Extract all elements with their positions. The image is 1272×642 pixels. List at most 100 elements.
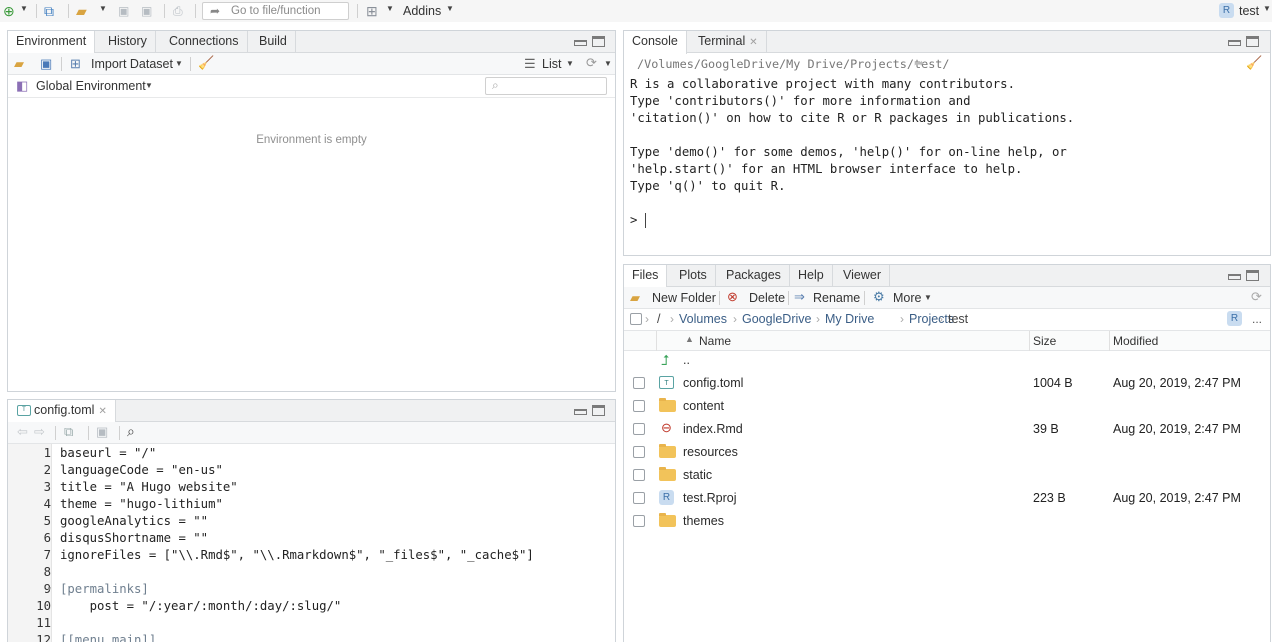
parent-directory-link[interactable]: .. [683,353,690,367]
breadcrumb-item[interactable]: My Drive [825,312,875,326]
view-mode-select[interactable]: List [542,57,562,71]
code-line[interactable]: post = "/:year/:month/:day/:slug/" [60,599,342,613]
minimize-icon[interactable] [574,409,587,415]
tab-files[interactable]: Files [624,265,668,288]
fold-toggle-icon[interactable]: ▾ [47,584,52,593]
environment-search-input[interactable]: ⌕ [485,77,607,95]
file-checkbox[interactable] [633,469,645,481]
rename-button[interactable]: Rename [813,291,861,305]
column-size[interactable]: Size [1033,334,1057,348]
tab-packages[interactable]: Packages [718,265,790,287]
breadcrumb-item[interactable]: Projects [909,312,955,326]
file-checkbox[interactable] [633,423,645,435]
chevron-down-icon[interactable]: ▼ [145,81,153,90]
save-all-icon[interactable]: ▣ [141,4,153,18]
file-name-link[interactable]: config.toml [683,376,744,390]
file-name-link[interactable]: static [683,468,713,482]
search-icon[interactable]: ⌕ [127,423,135,439]
file-row[interactable]: resources [624,441,1270,464]
file-row[interactable]: static [624,464,1270,487]
print-icon[interactable]: ⎙ [173,3,183,18]
chevron-down-icon[interactable]: ▼ [386,4,394,13]
file-name-link[interactable]: resources [683,445,738,459]
code-line[interactable]: disqusShortname = "" [60,531,209,545]
maximize-icon[interactable] [592,36,605,47]
project-directory-icon[interactable]: R [1227,311,1242,326]
tab-config-toml[interactable]: T config.toml✕ [8,400,116,423]
breadcrumb-item[interactable]: GoogleDrive [742,312,812,326]
code-line[interactable]: googleAnalytics = "" [60,514,209,528]
select-all-checkbox[interactable] [630,313,642,325]
file-checkbox[interactable] [633,492,645,504]
refresh-icon[interactable]: ⟳ [586,55,597,70]
minimize-icon[interactable] [1228,40,1241,46]
grid-layout-icon[interactable]: ⊞ [366,2,378,19]
tab-build[interactable]: Build [251,31,296,53]
browse-more-button[interactable]: ... [1252,312,1263,326]
project-menu[interactable]: test [1239,4,1260,18]
chevron-down-icon[interactable]: ▼ [99,4,107,13]
go-to-directory-icon[interactable]: ➦ [914,56,925,70]
environment-scope-select[interactable]: Global Environment [36,79,146,93]
new-folder-button[interactable]: New Folder [652,291,716,305]
chevron-down-icon[interactable]: ▼ [1263,4,1271,13]
new-project-icon[interactable]: ⧉ [44,2,54,19]
breadcrumb-item[interactable]: test [948,312,969,326]
file-checkbox[interactable] [633,400,645,412]
file-checkbox[interactable] [633,377,645,389]
save-icon[interactable]: ▣ [96,424,109,439]
goto-file-input[interactable]: ➦ Go to file/function [202,2,349,20]
file-name-link[interactable]: themes [683,514,724,528]
tab-history[interactable]: History [100,31,156,53]
new-file-icon[interactable]: ⊕ [3,2,15,19]
maximize-icon[interactable] [592,405,605,416]
save-workspace-icon[interactable]: ▣ [40,56,53,71]
console-output[interactable]: R is a collaborative project with many c… [624,75,1270,255]
load-workspace-icon[interactable]: ▰ [14,56,24,71]
file-name-link[interactable]: test.Rproj [683,491,737,505]
close-icon[interactable]: ✕ [749,37,758,48]
tab-plots[interactable]: Plots [671,265,716,287]
code-line[interactable]: languageCode = "en-us" [60,463,223,477]
code-line[interactable]: baseurl = "/" [60,446,157,460]
chevron-down-icon[interactable]: ▼ [924,293,932,302]
parent-directory-row[interactable]: ⮥ .. [624,351,1270,374]
minimize-icon[interactable] [574,40,587,46]
open-file-icon[interactable]: ▰ [76,2,87,19]
show-in-window-icon[interactable]: ⧉ [64,424,74,439]
code-line[interactable]: theme = "hugo-lithium" [60,497,223,511]
chevron-down-icon[interactable]: ▼ [175,59,183,68]
chevron-down-icon[interactable]: ▼ [20,4,28,13]
addins-menu[interactable]: Addins [403,4,442,18]
column-name[interactable]: Name [699,334,732,348]
delete-button[interactable]: Delete [749,291,786,305]
code-line[interactable]: [permalinks] [60,582,149,596]
refresh-icon[interactable]: ⟳ [1251,289,1262,304]
save-icon[interactable]: ▣ [118,4,130,18]
file-row[interactable]: themes [624,510,1270,533]
file-name-link[interactable]: content [683,399,725,413]
code-line[interactable]: [[menu.main]] [60,633,157,642]
chevron-down-icon[interactable]: ▼ [566,59,574,68]
column-modified[interactable]: Modified [1113,334,1159,348]
forward-arrow-icon[interactable]: ⇨ [34,424,45,439]
code-line[interactable]: title = "A Hugo website" [60,480,238,494]
tab-connections[interactable]: Connections [161,31,248,53]
file-name-link[interactable]: index.Rmd [683,422,743,436]
clear-console-icon[interactable]: 🧹 [1246,55,1263,70]
import-dataset-button[interactable]: Import Dataset [91,57,173,71]
tab-help[interactable]: Help [790,265,833,287]
breadcrumb-item[interactable]: / [657,312,661,326]
more-menu[interactable]: More [893,291,922,305]
chevron-down-icon[interactable]: ▼ [604,59,612,68]
file-checkbox[interactable] [633,515,645,527]
file-checkbox[interactable] [633,446,645,458]
minimize-icon[interactable] [1228,274,1241,280]
tab-environment[interactable]: Environment [8,31,96,54]
tab-terminal[interactable]: Terminal✕ [690,31,767,53]
maximize-icon[interactable] [1246,36,1259,47]
chevron-down-icon[interactable]: ▼ [446,4,454,13]
